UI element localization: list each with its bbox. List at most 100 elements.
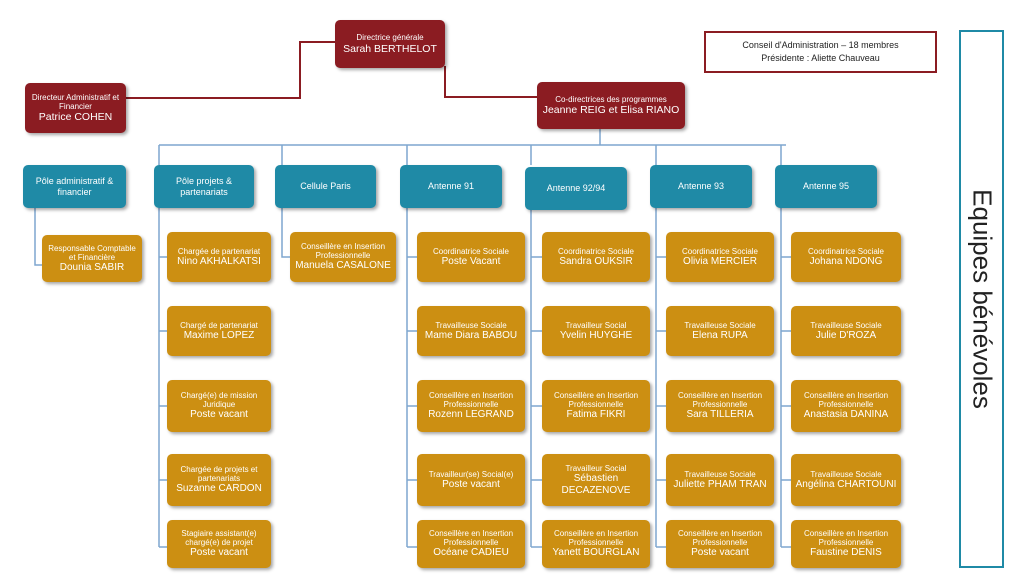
staff-card: Chargé(e) de mission Juridique Poste vac… (167, 380, 271, 432)
staff-card: Chargé de partenariat Maxime LOPEZ (167, 306, 271, 356)
staff-card: Coordinatrice Sociale Johana NDONG (791, 232, 901, 282)
staff-name: Maxime LOPEZ (183, 329, 255, 341)
staff-name: Nino AKHALKATSI (177, 255, 261, 267)
header-antenne-93: Antenne 93 (650, 165, 752, 208)
director-general-name: Sarah BERTHELOT (343, 42, 437, 55)
header-antenne-92-94: Antenne 92/94 (525, 167, 627, 210)
staff-card: Conseillère en Insertion Professionnelle… (290, 232, 396, 282)
header-pole-projets: Pôle projets & partenariats (154, 165, 254, 208)
daf-title: Directeur Administratif et Financier (31, 92, 120, 111)
staff-role: Travailleuse Sociale (810, 320, 882, 330)
staff-role: Travailleuse Sociale (684, 320, 756, 330)
staff-role: Conseillère en Insertion Professionnelle (300, 242, 386, 261)
staff-name: Dounia SABIR (59, 261, 125, 273)
staff-name: Yvelin HUYGHE (559, 329, 633, 341)
staff-role: Chargé de partenariat (180, 320, 258, 330)
staff-card: Chargée de partenariat Nino AKHALKATSI (167, 232, 271, 282)
staff-role: Conseillère en Insertion Professionnelle (677, 529, 763, 548)
staff-card: Coordinatrice Sociale Sandra OUKSIR (542, 232, 650, 282)
staff-card: Travailleur(se) Social(e) Poste vacant (417, 454, 525, 506)
codirectors-title: Co-directrices des programmes (555, 94, 667, 104)
director-general-title: Directrice générale (356, 33, 424, 43)
staff-card: Conseillère en Insertion Professionnelle… (666, 380, 774, 432)
staff-name: Elena RUPA (692, 329, 748, 341)
staff-name: Sandra OUKSIR (559, 255, 633, 267)
staff-role: Conseillère en Insertion Professionnelle (803, 391, 889, 410)
staff-role: Travailleur Social (565, 463, 627, 473)
staff-name: Angélina CHARTOUNI (795, 478, 897, 490)
staff-name: Rozenn LEGRAND (428, 409, 514, 421)
staff-role: Travailleuse Sociale (435, 320, 507, 330)
staff-card: Travailleur Social Yvelin HUYGHE (542, 306, 650, 356)
staff-role: Coordinatrice Sociale (807, 246, 885, 256)
staff-role: Coordinatrice Sociale (557, 246, 635, 256)
staff-card: Conseillère en Insertion Professionnelle… (417, 520, 525, 568)
staff-role: Conseillère en Insertion Professionnelle (553, 391, 639, 410)
header-cellule-paris: Cellule Paris (275, 165, 376, 208)
staff-card: Travailleuse Sociale Angélina CHARTOUNI (791, 454, 901, 506)
staff-name: Mame Diara BABOU (424, 329, 518, 341)
header-pole-administratif: Pôle administratif & financier (23, 165, 126, 208)
staff-role: Travailleur Social (565, 320, 627, 330)
staff-card: Coordinatrice Sociale Olivia MERCIER (666, 232, 774, 282)
staff-name: Olivia MERCIER (683, 255, 757, 267)
staff-card: Chargée de projets et partenariats Suzan… (167, 454, 271, 506)
staff-name: Poste vacant (190, 547, 248, 559)
volunteer-teams-label: Equipes bénévoles (967, 189, 997, 409)
daf-box: Directeur Administratif et Financier Pat… (25, 83, 126, 133)
staff-card: Conseillère en Insertion Professionnelle… (417, 380, 525, 432)
staff-name: Poste vacant (442, 478, 500, 490)
staff-card: Conseillère en Insertion Professionnelle… (666, 520, 774, 568)
header-antenne-91: Antenne 91 (400, 165, 502, 208)
staff-name: Faustine DENIS (810, 547, 882, 559)
staff-name: Yanett BOURGLAN (552, 547, 640, 559)
staff-card: Stagiaire assistant(e) chargé(e) de proj… (167, 520, 271, 568)
board-line-1: Conseil d'Administration – 18 membres (742, 39, 899, 50)
staff-card: Travailleuse Sociale Julie D'ROZA (791, 306, 901, 356)
codirectors-names: Jeanne REIG et Elisa RIANO (542, 104, 680, 117)
staff-name: Sébastien DECAZENOVE (561, 473, 631, 496)
staff-name: Océane CADIEU (433, 547, 509, 559)
staff-card: Conseillère en Insertion Professionnelle… (542, 520, 650, 568)
staff-name: Suzanne CARDON (176, 483, 262, 495)
staff-card: Conseillère en Insertion Professionnelle… (542, 380, 650, 432)
staff-role: Responsable Comptable et Financière (48, 243, 136, 262)
staff-role: Conseillère en Insertion Professionnelle (553, 529, 639, 548)
volunteer-teams-box: Equipes bénévoles (959, 30, 1004, 568)
staff-role: Coordinatrice Sociale (432, 246, 510, 256)
staff-name: Anastasia DANINA (803, 409, 889, 421)
staff-role: Stagiaire assistant(e) chargé(e) de proj… (181, 529, 257, 548)
staff-name: Manuela CASALONE (295, 260, 391, 272)
staff-name: Poste vacant (190, 409, 248, 421)
staff-name: Julie D'ROZA (815, 329, 877, 341)
staff-role: Travailleuse Sociale (810, 469, 882, 479)
staff-name: Fatima FIKRI (566, 409, 626, 421)
staff-role: Travailleur(se) Social(e) (428, 469, 514, 479)
staff-card: Travailleuse Sociale Mame Diara BABOU (417, 306, 525, 356)
header-antenne-95: Antenne 95 (775, 165, 877, 208)
staff-role: Conseillère en Insertion Professionnelle (428, 529, 514, 548)
staff-role: Conseillère en Insertion Professionnelle (677, 391, 763, 410)
staff-card: Travailleur Social Sébastien DECAZENOVE (542, 454, 650, 506)
staff-name: Poste Vacant (441, 255, 501, 267)
board-of-directors-box: Conseil d'Administration – 18 membres Pr… (704, 31, 937, 73)
staff-role: Chargée de projets et partenariats (180, 465, 258, 484)
staff-card: Conseillère en Insertion Professionnelle… (791, 520, 901, 568)
staff-name: Juliette PHAM TRAN (673, 478, 767, 490)
staff-role: Chargée de partenariat (177, 246, 261, 256)
daf-name: Patrice COHEN (38, 111, 113, 124)
staff-card: Coordinatrice Sociale Poste Vacant (417, 232, 525, 282)
staff-card: Responsable Comptable et Financière Doun… (42, 235, 142, 282)
director-general-box: Directrice générale Sarah BERTHELOT (335, 20, 445, 68)
staff-name: Poste vacant (691, 547, 749, 559)
codirectors-box: Co-directrices des programmes Jeanne REI… (537, 82, 685, 129)
staff-card: Travailleuse Sociale Elena RUPA (666, 306, 774, 356)
staff-role: Chargé(e) de mission Juridique (180, 391, 258, 410)
staff-name: Sara TILLERIA (686, 409, 754, 421)
staff-role: Conseillère en Insertion Professionnelle (428, 391, 514, 410)
staff-role: Coordinatrice Sociale (681, 246, 759, 256)
staff-name: Johana NDONG (809, 255, 883, 267)
staff-card: Travailleuse Sociale Juliette PHAM TRAN (666, 454, 774, 506)
staff-role: Travailleuse Sociale (684, 469, 756, 479)
